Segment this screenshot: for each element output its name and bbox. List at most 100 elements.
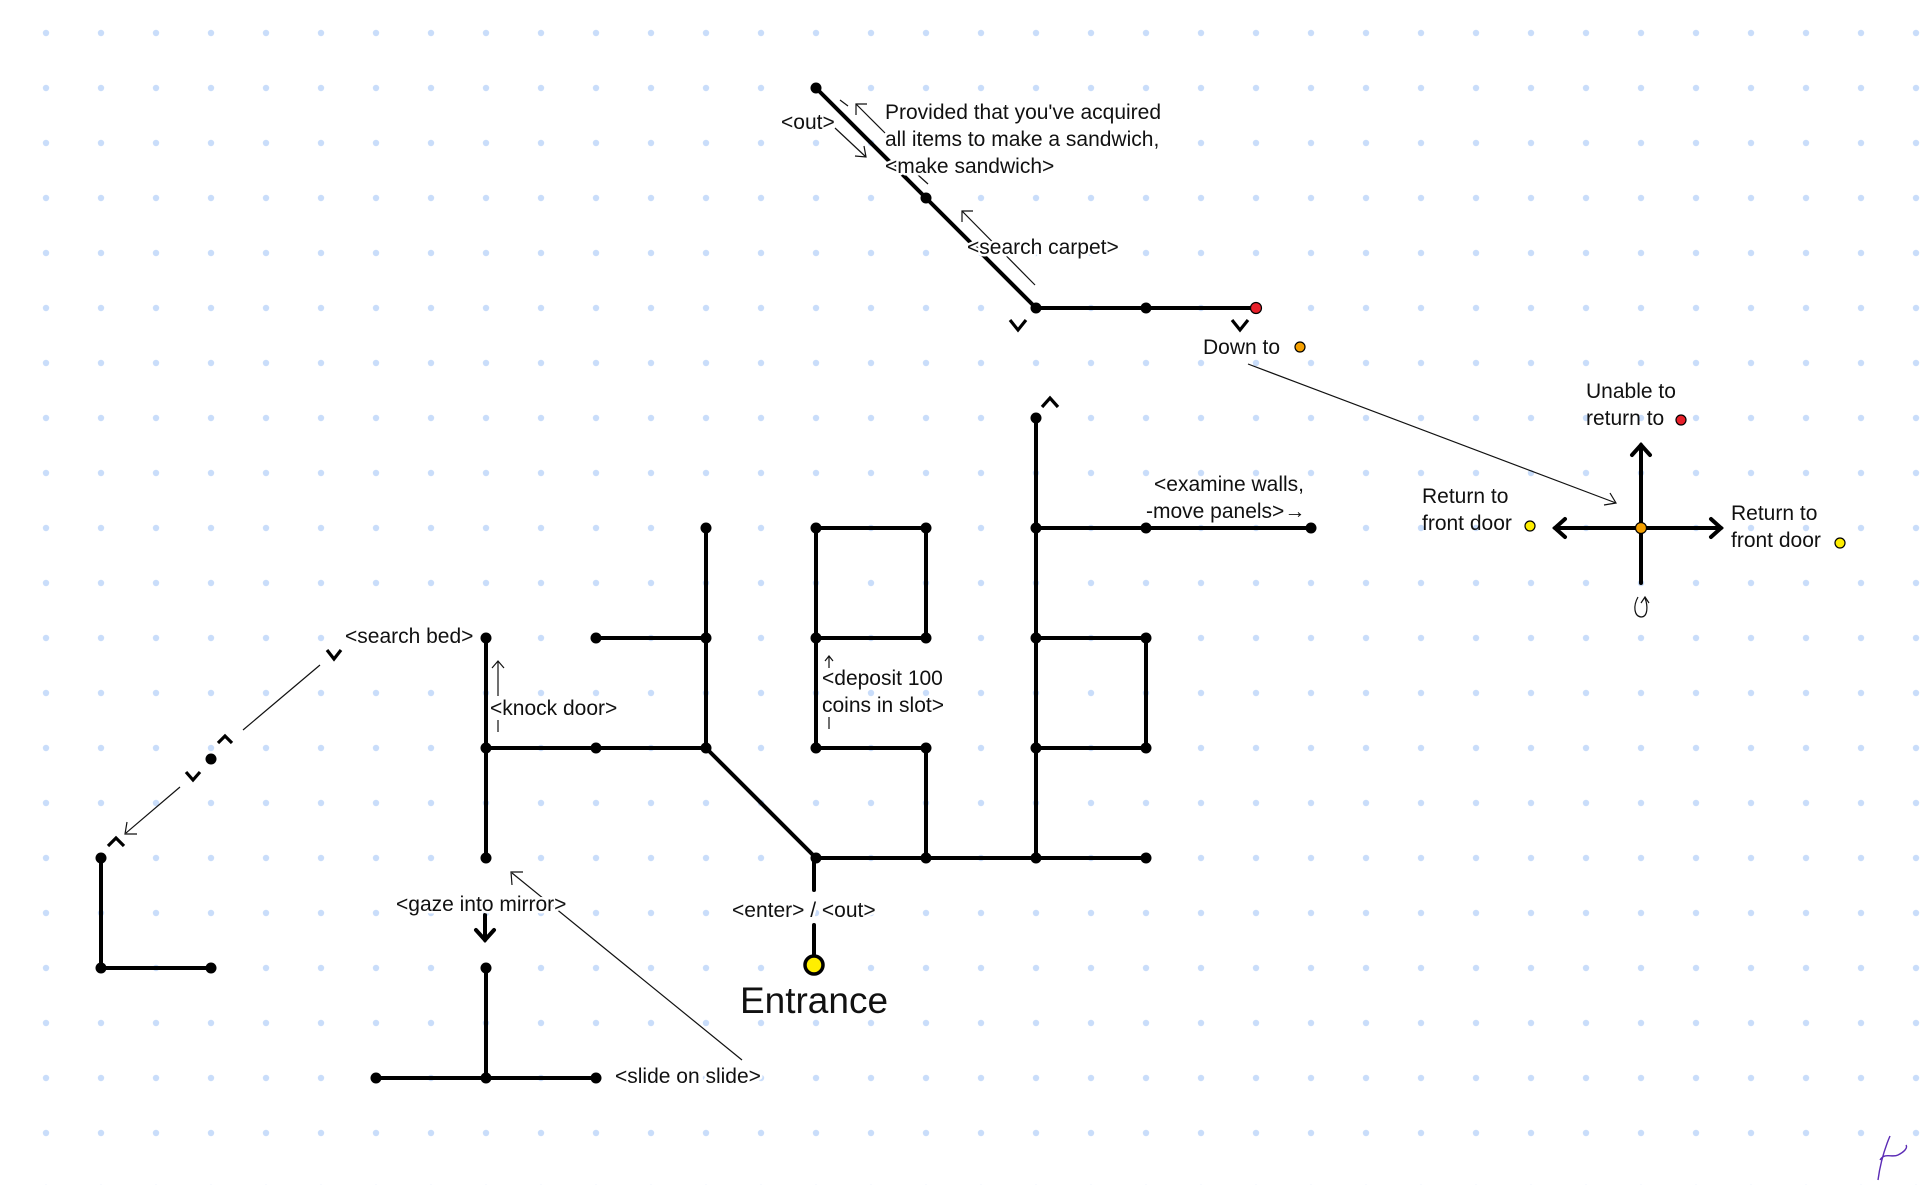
n-cellar-top[interactable] (95, 852, 107, 864)
grid-dot (97, 579, 105, 587)
n-hub[interactable] (810, 852, 822, 864)
n-b3[interactable] (810, 632, 822, 644)
grid-dot (1637, 634, 1645, 642)
n-b6[interactable] (920, 742, 932, 754)
grid-dot (207, 909, 215, 917)
grid-dot (42, 1019, 50, 1027)
n-e2[interactable] (1140, 522, 1152, 534)
n-r1[interactable] (1030, 632, 1042, 644)
grid-dot (1912, 84, 1920, 92)
grid-dot (1307, 689, 1315, 697)
n-red-stairs[interactable] (1249, 301, 1263, 315)
n-k2[interactable] (590, 742, 602, 754)
grid-dot (1747, 304, 1755, 312)
grid-dot (647, 1074, 655, 1082)
n-hall-mid[interactable] (1140, 302, 1152, 314)
grid-dot (262, 1019, 270, 1027)
grid-dot (317, 1019, 325, 1027)
n-k3[interactable] (700, 742, 712, 754)
grid-dot (1307, 84, 1315, 92)
grid-dot (977, 84, 985, 92)
n-b1[interactable] (810, 522, 822, 534)
grid-dot (152, 249, 160, 257)
grid-dot (1582, 744, 1590, 752)
grid-dot (1197, 799, 1205, 807)
n-cellar-corner[interactable] (95, 962, 107, 974)
n-knock[interactable] (480, 742, 492, 754)
n-w-top[interactable] (700, 522, 712, 534)
cross-center-node[interactable] (1634, 521, 1648, 535)
grid-dot (1802, 744, 1810, 752)
n-w-mid[interactable] (700, 632, 712, 644)
grid-dot (1692, 84, 1700, 92)
grid-dot (1857, 469, 1865, 477)
grid-dot (1802, 964, 1810, 972)
n-up-east[interactable] (1030, 412, 1042, 424)
out-arrow-down (834, 127, 867, 158)
n-cellar-end[interactable] (205, 962, 217, 974)
grid-dot (1857, 1074, 1865, 1082)
n-s1[interactable] (920, 852, 932, 864)
n-w-left[interactable] (590, 632, 602, 644)
grid-dot (1857, 689, 1865, 697)
grid-dot (97, 1074, 105, 1082)
n-r3[interactable] (1030, 742, 1042, 754)
n-r4[interactable] (1140, 742, 1152, 754)
grid-dot (702, 964, 710, 972)
grid-dot (1087, 1019, 1095, 1027)
n-b4[interactable] (920, 632, 932, 644)
n-b5[interactable] (810, 742, 822, 754)
grid-dot (757, 469, 765, 477)
n-sandwich[interactable] (920, 192, 932, 204)
grid-dot (1582, 964, 1590, 972)
n-slide-c[interactable] (480, 1072, 492, 1084)
grid-dot (1582, 359, 1590, 367)
grid-dot (97, 634, 105, 642)
n-b2[interactable] (920, 522, 932, 534)
grid-dot (1527, 139, 1535, 147)
n-mirror[interactable] (480, 852, 492, 864)
grid-dot (1747, 744, 1755, 752)
grid-dot (867, 304, 875, 312)
grid-dot (1197, 1074, 1205, 1082)
grid-dot (1362, 524, 1370, 532)
n-slide-r[interactable] (590, 1072, 602, 1084)
n-e3[interactable] (1305, 522, 1317, 534)
grid-dot (1582, 1019, 1590, 1027)
n-s3[interactable] (1140, 852, 1152, 864)
grid-dot (812, 249, 820, 257)
grid-dot (1142, 964, 1150, 972)
grid-dot (1087, 469, 1095, 477)
n-out-top[interactable] (810, 82, 822, 94)
grid-dot (1527, 964, 1535, 972)
n-bed[interactable] (480, 632, 492, 644)
grid-dot (537, 249, 545, 257)
n-s2[interactable] (1030, 852, 1042, 864)
grid-dot (1527, 1074, 1535, 1082)
entrance-node[interactable] (803, 954, 825, 976)
grid-dot (42, 29, 50, 37)
grid-dot (537, 799, 545, 807)
grid-dot (1692, 744, 1700, 752)
grid-dot (1197, 579, 1205, 587)
grid-dot (372, 1129, 380, 1137)
grid-dot (1747, 909, 1755, 917)
grid-dot (1142, 909, 1150, 917)
grid-dot (372, 744, 380, 752)
n-stair-mid[interactable] (205, 753, 217, 765)
n-e1[interactable] (1030, 522, 1042, 534)
mirror-down-arrow-head (474, 928, 496, 943)
n-r2[interactable] (1140, 632, 1152, 644)
down-to-pointer-head (1603, 492, 1617, 506)
grid-dot (427, 359, 435, 367)
n-slide-top[interactable] (480, 962, 492, 974)
grid-dot (1582, 634, 1590, 642)
n-carpet[interactable] (1030, 302, 1042, 314)
grid-dot (152, 634, 160, 642)
grid-dot (1472, 1074, 1480, 1082)
grid-dot (1692, 304, 1700, 312)
grid-dot (1417, 1129, 1425, 1137)
n-slide-l[interactable] (370, 1072, 382, 1084)
grid-dot (207, 304, 215, 312)
grid-dot (207, 744, 215, 752)
